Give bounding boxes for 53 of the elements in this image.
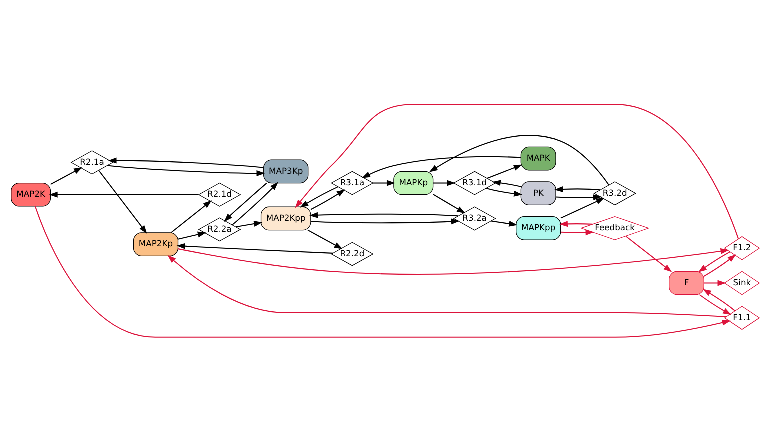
arrow (108, 164, 266, 176)
node-box: MAP2Kp (133, 232, 179, 256)
arrow (300, 186, 338, 208)
node-diamond: Feedback (580, 216, 650, 240)
arrow (308, 229, 343, 249)
arrow (311, 218, 460, 224)
arrow (224, 182, 268, 222)
arrow (310, 189, 346, 210)
arrow (236, 220, 263, 228)
arrow (98, 170, 148, 234)
arrow (362, 156, 522, 178)
node-box: MAP2K (11, 182, 52, 206)
node-box: F (669, 270, 704, 295)
node-box: PK (520, 181, 556, 206)
arrow (554, 186, 600, 192)
arrow (492, 180, 522, 187)
arrow (626, 236, 672, 272)
arrow (310, 212, 458, 218)
arrow (699, 294, 732, 315)
node-diamond: F1.2 (724, 236, 760, 260)
arrow (176, 242, 333, 254)
arrow (168, 254, 726, 318)
arrow (487, 164, 522, 179)
node-box: MAPKpp (516, 216, 562, 240)
node-box: MAP2Kpp (260, 206, 312, 230)
arrow (373, 180, 396, 186)
node-diamond: Sink (724, 270, 760, 295)
arrow (704, 280, 726, 286)
arrow (704, 254, 736, 276)
arrow (50, 167, 83, 185)
node-box: MAP3Kp (264, 159, 309, 184)
arrow (108, 157, 264, 168)
node-diamond: F1.1 (724, 306, 760, 330)
arrow (49, 191, 199, 198)
arrow (491, 220, 518, 226)
arrow (178, 231, 206, 240)
node-box: MAPKp (394, 170, 434, 195)
arrow (698, 251, 730, 272)
node-box: MAPK (520, 146, 556, 170)
arrow (486, 187, 523, 196)
arrow (171, 200, 212, 233)
arrow (560, 229, 594, 236)
arrow (433, 180, 456, 186)
arrow (178, 248, 730, 274)
node-diamond: R3.1d (453, 170, 496, 195)
arrow (433, 194, 466, 214)
node-diamond: R2.1d (198, 182, 242, 206)
arrow (559, 220, 593, 227)
arrow (556, 194, 602, 200)
arrow (429, 134, 610, 186)
arrow (232, 182, 278, 225)
arrow (560, 198, 605, 218)
arrow (702, 288, 736, 311)
